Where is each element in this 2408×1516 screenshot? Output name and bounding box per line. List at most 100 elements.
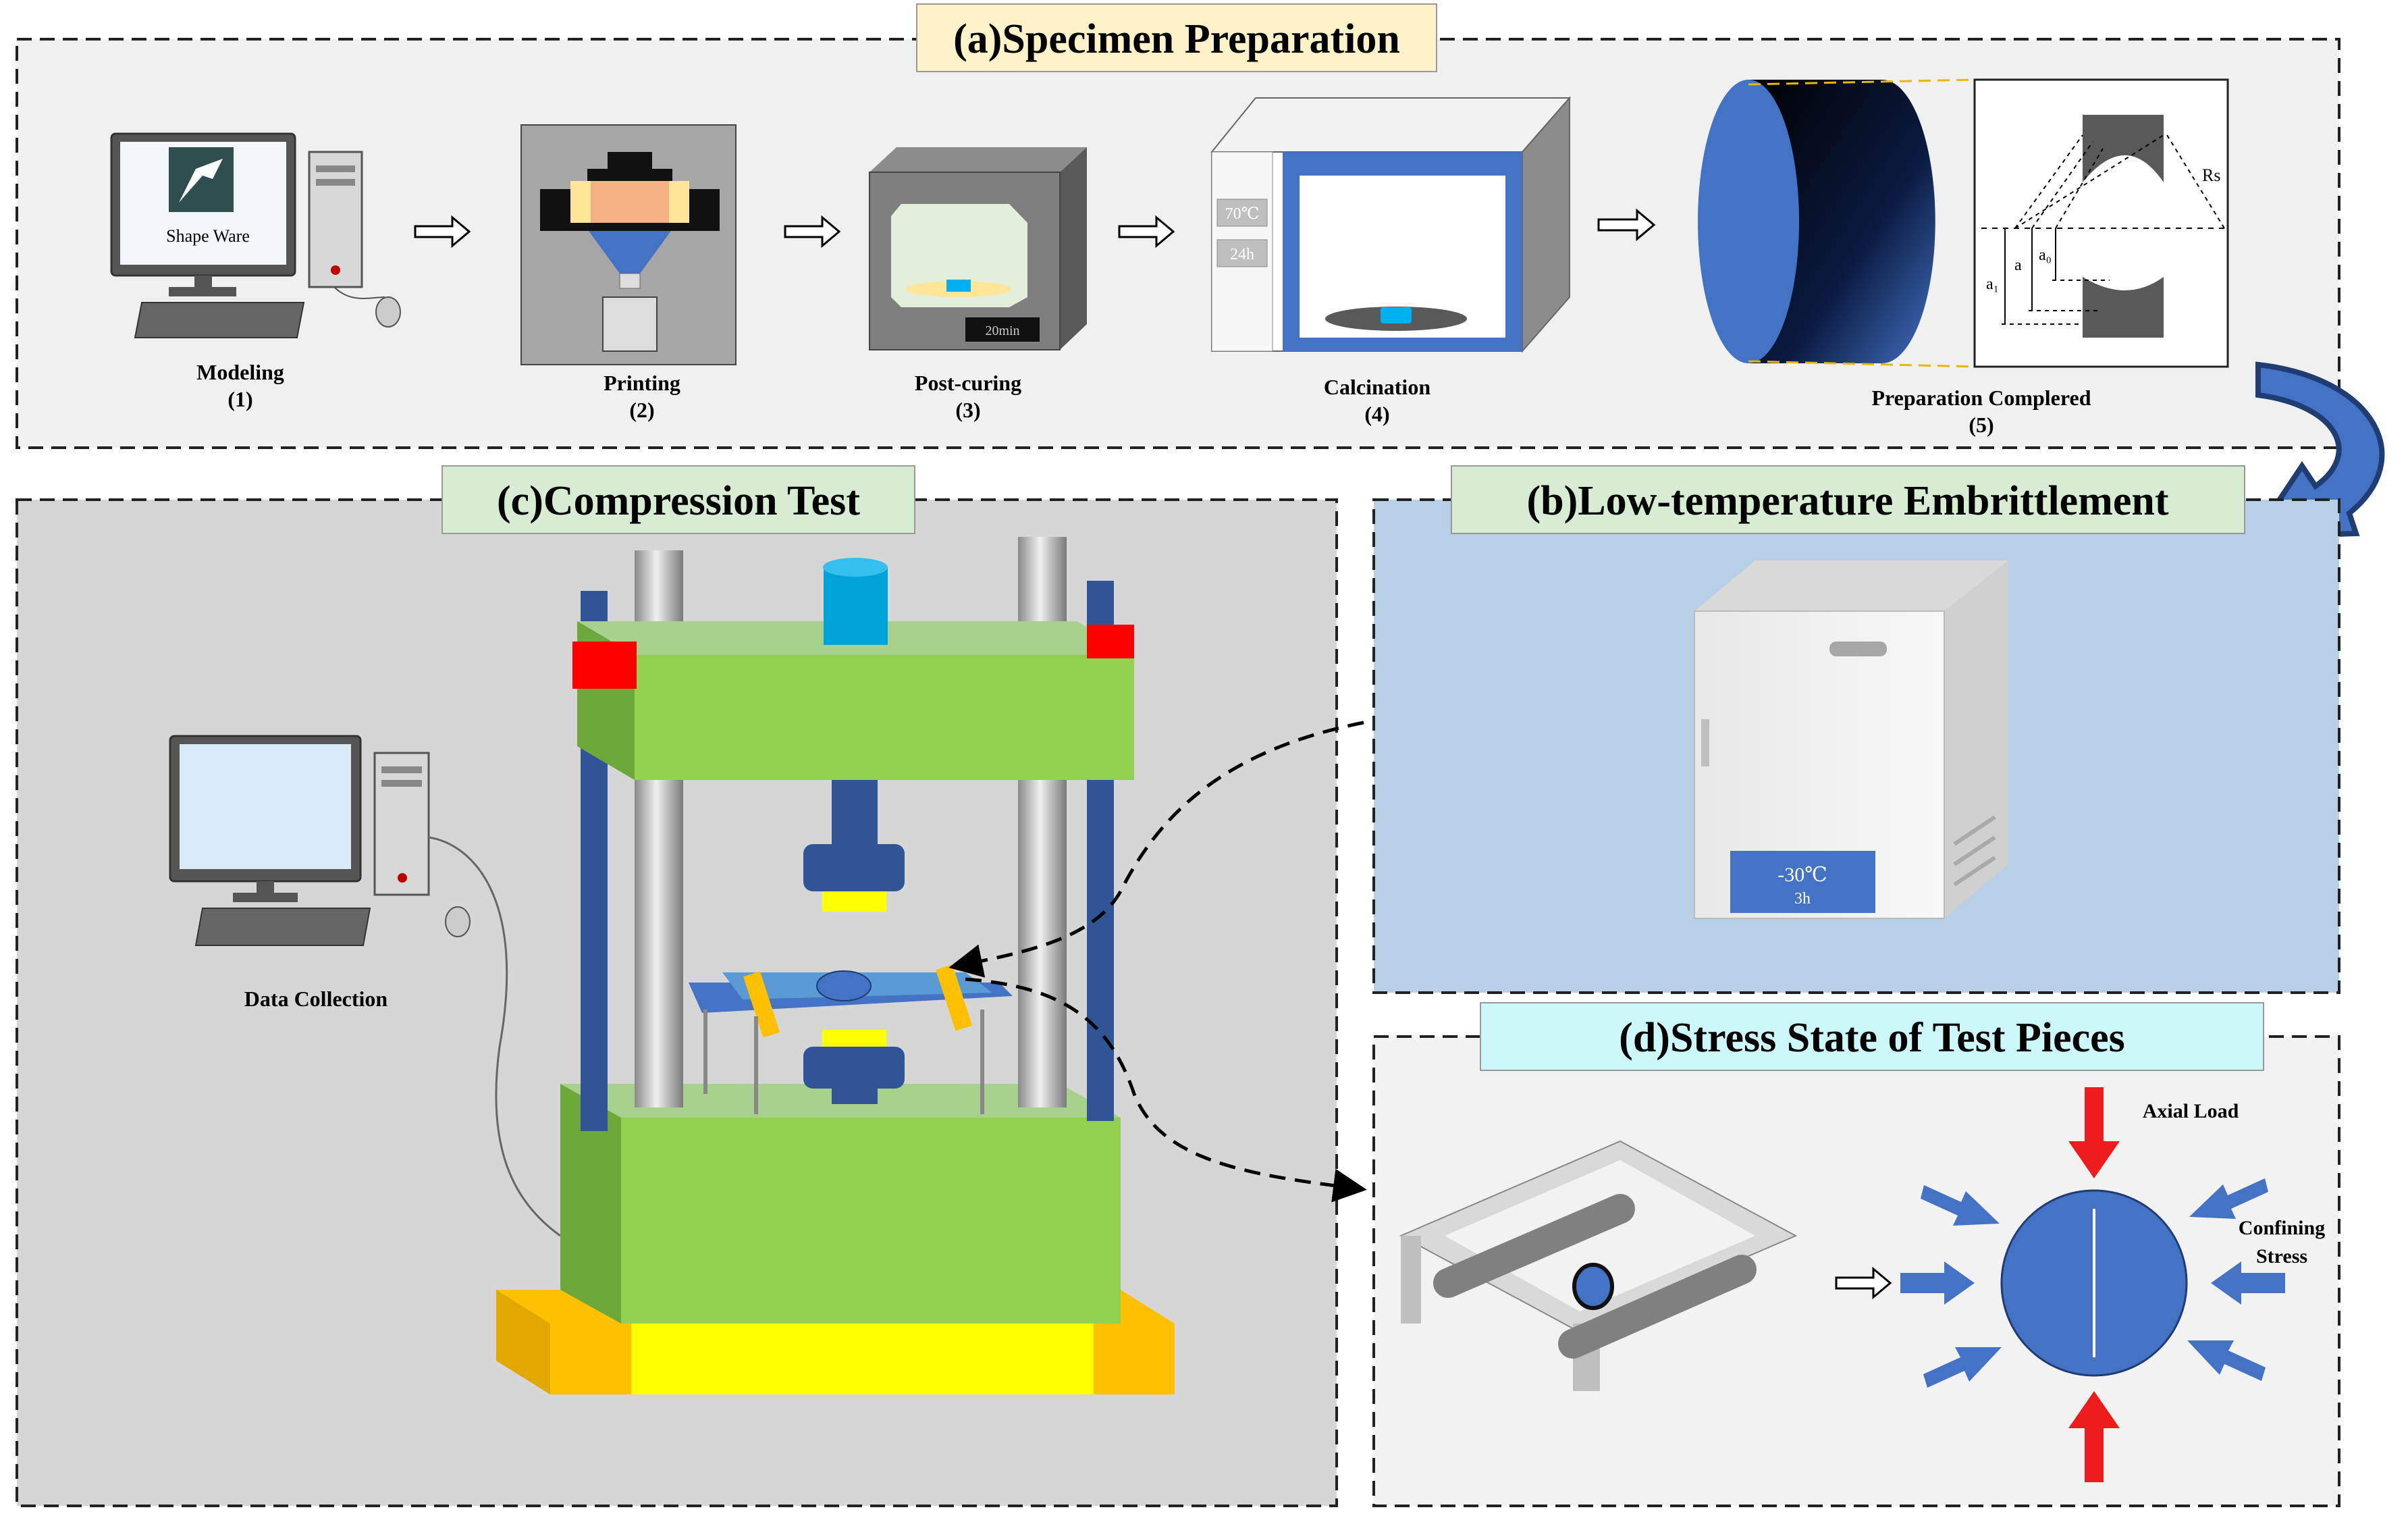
rs-label: Rs [2202,165,2220,185]
fixture-rail-right [936,964,973,1031]
freezer-handle [1701,719,1709,766]
mouse [375,296,401,328]
oven-specimen [1381,307,1412,323]
panel-a-specimen-preparation: (a)Specimen Preparation Shape Ware Model… [16,3,2340,449]
test-fixture [1399,1140,1798,1391]
keyboard [134,302,305,338]
ray-line [2014,134,2083,229]
confining-arrow-ll [1923,1347,2002,1388]
upper-platen [803,844,905,891]
axial-arrow-bottom [2068,1391,2120,1482]
upper-beam-front [635,655,1134,780]
notch-bottom [2083,277,2164,338]
axial-load-label: Axial Load [2143,1100,2239,1122]
step-5-label: Preparation Complered [1872,386,2091,410]
load-cell [824,567,888,645]
base-foot-left [496,1290,550,1394]
step-2-label: Printing [604,371,680,395]
arrow-right-icon [1835,1266,1892,1300]
dashed-arrow-c-to-d [965,977,1367,1203]
panel-d-title-box [1480,1002,2264,1071]
rs-line [2166,134,2225,229]
arrow-right-icon [1118,215,1175,249]
calcination-oven: 70℃ 24h [1210,96,1572,353]
vat-base [540,223,720,231]
confining-arrow-ul [1921,1185,2000,1226]
freezer-top [1694,560,2008,611]
confining-label-2: Stress [2256,1245,2307,1267]
panel-b-low-temperature: (b)Low-temperature Embrittlement -30℃ 3h [1372,465,2340,994]
clamp-right-red [1087,625,1134,658]
pc-tower [308,151,363,288]
clamp-left-red [572,642,637,689]
oven-temp-label: 70℃ [1225,205,1260,223]
ray-line [2014,134,2164,229]
bird-icon [179,159,223,203]
fixture-frame-front [1401,1236,1421,1324]
a-label: a [2014,257,2022,274]
panel-b-title: (b)Low-temperature Embrittlement [1527,478,2169,524]
panel-d-stress-state: (d)Stress State of Test Pieces Axial Loa… [1372,1002,2340,1507]
panel-c-title: (c)Compression Test [497,478,860,524]
confining-label-1: Confining [2239,1217,2325,1239]
oven-temp-display [1216,199,1268,227]
monitor-neck [257,881,274,895]
step-4-num: (4) [1364,402,1389,426]
base-foot-left-front [550,1324,631,1394]
fixture-rail-left [743,971,780,1038]
pc-drive [316,179,355,186]
ray-line [2031,141,2093,229]
arrow-right-icon [414,215,471,249]
upper-ram [832,780,878,851]
build-plate [587,169,672,181]
fixture-frame-hole [1445,1160,1755,1311]
data-collection-label: Data Collection [244,987,388,1011]
light-cone [589,231,671,273]
roller [1433,1194,1635,1298]
shapeware-icon [169,147,234,212]
software-label: Shape Ware [166,226,250,246]
compression-machine [496,537,1175,1394]
box-side [1060,147,1087,350]
freezer: -30℃ 3h [1694,560,2008,919]
arrow-right-icon [784,215,841,249]
lower-block-side [560,1084,621,1324]
pc-tower [373,752,430,896]
dashed-arrow-b-to-c [948,721,1364,978]
freezer-grille [1953,815,1996,887]
base-foot-right-front [1094,1324,1175,1394]
confining-arrow-left [1900,1261,1975,1305]
panel-a-frame [16,38,2340,449]
pc-drive [381,766,422,773]
oven-top [1210,97,1572,153]
base-plate-front [550,1324,1175,1394]
step-3-label: Post-curing [915,371,1021,395]
keyboard [194,908,371,946]
resin-part-left [570,181,591,223]
panel-d-title: (d)Stress State of Test Pieces [1619,1015,2125,1061]
monitor-screen [180,744,351,869]
power-button [398,873,407,883]
freezer-temp-label: -30℃ [1777,864,1827,886]
lower-platen [803,1047,905,1089]
notch-top [2083,115,2164,182]
freezer-time-label: 3h [1794,890,1811,908]
modeling-computer: Shape Ware [110,132,401,338]
post-curing-box: 20min [869,147,1087,350]
panel-a-title-box [916,3,1437,72]
resin-part-right [669,181,689,223]
cable [333,286,385,299]
a1-label: a₁ [1986,276,1999,293]
mouse [445,906,471,937]
fixture-specimen [1572,1263,1614,1310]
projector-neck [619,273,641,289]
load-cell-top [823,558,888,577]
pc-drive [381,780,422,787]
power-button [331,265,340,275]
panel-b-title-box [1451,465,2245,534]
specimen-body [1748,80,1935,363]
confining-arrow-ur [2189,1178,2268,1219]
curved-arrow-icon [2249,361,2385,540]
fixture-specimen [816,970,872,1001]
